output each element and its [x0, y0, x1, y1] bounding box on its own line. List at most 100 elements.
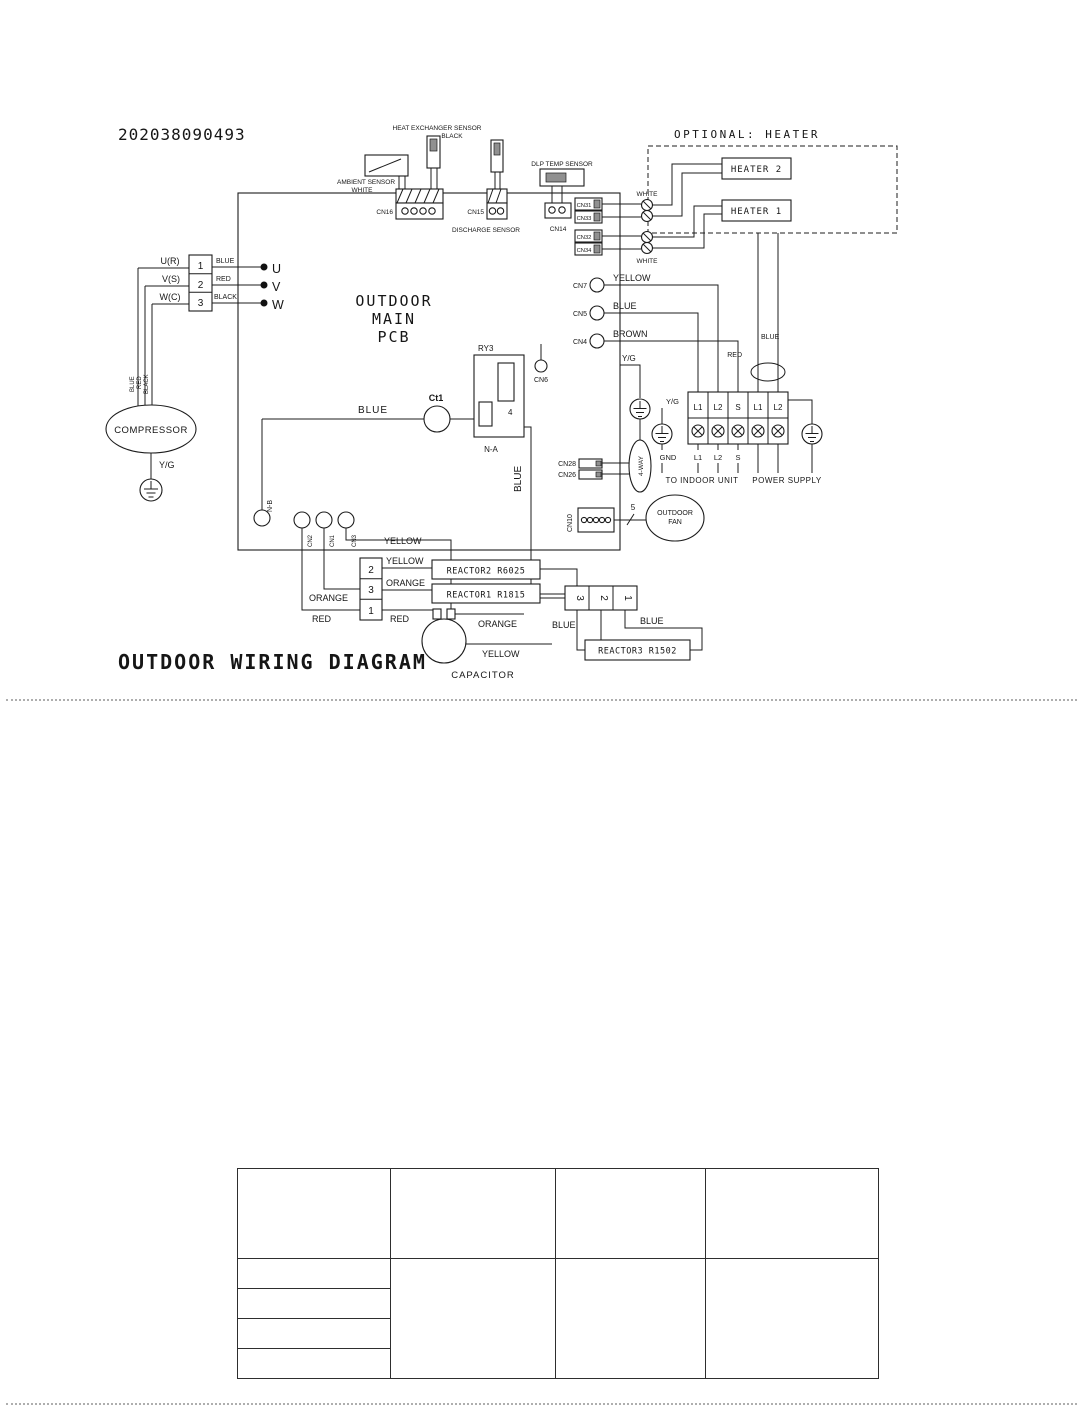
to-indoor-unit-label: TO INDOOR UNIT — [665, 476, 738, 485]
terminal-block: L1 L2 S L1 L2 — [687, 391, 789, 445]
cn28-cn26-connector: CN28 CN26 — [558, 458, 629, 480]
strip-right-wires — [382, 567, 432, 591]
s-bottom-label: S — [735, 453, 740, 462]
white-label-bottom: WHITE — [637, 258, 659, 265]
capacitor-label: CAPACITOR — [451, 670, 515, 681]
table-row-cell — [237, 1348, 391, 1379]
cn1-label: CN1 — [330, 534, 336, 547]
pcb-title-line2: MAIN — [372, 310, 416, 328]
yg-label-1: Y/G — [622, 354, 636, 363]
four-way-valve-coil — [628, 439, 652, 493]
heater-plug-bottom-icon: WHITE — [637, 230, 659, 265]
table-header-cell-4 — [705, 1168, 879, 1259]
nb-node — [253, 509, 271, 527]
dlp-temp-sensor: DLP TEMP SENSOR CN14 — [531, 161, 593, 233]
table-header-cell-1 — [237, 1168, 391, 1259]
cn15-connector: CN15 DISCHARGE SENSOR — [452, 188, 520, 234]
outdoor-fan-label1: OUTDOOR — [657, 510, 693, 517]
power-supply-bottom-wires — [757, 444, 813, 473]
bottom-table — [237, 1168, 879, 1379]
nb-label: N-B — [267, 500, 274, 512]
heater-plug-top-icon: WHITE — [637, 191, 659, 223]
cn33-label: CN33 — [577, 216, 592, 222]
node-w — [260, 299, 268, 307]
cn2-node — [293, 511, 311, 529]
power-supply-wires — [750, 233, 786, 392]
diagram-title: OUTDOOR WIRING DIAGRAM — [118, 650, 427, 674]
wire-color-blue: BLUE — [216, 258, 235, 265]
compressor-yg-label: Y/G — [159, 460, 175, 470]
reactor2-label: REACTOR2 R6025 — [447, 567, 526, 577]
table-merged-cell-2 — [390, 1258, 556, 1379]
table-merged-cell-3 — [555, 1258, 706, 1379]
phase-v: V — [272, 280, 281, 294]
vertical-wire-blue: BLUE — [130, 376, 136, 392]
capacitor — [421, 608, 552, 664]
cn3-label: CN3 — [352, 534, 358, 547]
terminal-3: 3 — [198, 298, 204, 309]
yellow-right-label: YELLOW — [386, 556, 424, 566]
ct1-label: Ct1 — [429, 393, 444, 403]
ground-icon — [801, 423, 823, 445]
dlp-sensor-label: DLP TEMP SENSOR — [531, 161, 593, 168]
cn15-label: CN15 — [467, 209, 484, 216]
heater1-box — [721, 199, 792, 222]
blue-wire-label: BLUE — [358, 405, 388, 416]
terminal-l2-power: L2 — [774, 403, 783, 412]
heater-wires — [602, 163, 722, 250]
fan-wire-count: 5 — [631, 503, 636, 512]
vertical-wire-red: RED — [137, 376, 143, 389]
screw-terminal-icon — [751, 424, 765, 438]
cn16-connector: CN16 — [376, 188, 444, 220]
optional-heater-label: OPTIONAL: HEATER — [674, 128, 820, 141]
gnd-label: GND — [660, 453, 677, 462]
red-left-label: RED — [312, 614, 332, 624]
cn5-wire — [604, 312, 699, 392]
blue-power-wire-label: BLUE — [761, 334, 780, 341]
cn26-label: CN26 — [558, 472, 576, 479]
table-row-cell — [237, 1318, 391, 1349]
doc-number: 202038090493 — [118, 125, 246, 144]
table-merged-cell-4 — [705, 1258, 879, 1379]
yg-label-2: Y/G — [666, 397, 679, 406]
blue-wire-label-right: BLUE — [613, 301, 637, 311]
outdoor-fan — [645, 494, 705, 542]
compressor-terminal-block: 1 2 3 — [188, 254, 213, 312]
reactor3-label: REACTOR3 R1502 — [598, 647, 677, 657]
strip-cell-3: 3 — [368, 585, 374, 596]
terminal-l2-indoor: L2 — [714, 403, 723, 412]
vertical-wire-black: BLACK — [144, 374, 150, 394]
white-label-top: WHITE — [637, 191, 659, 198]
cn3-node — [337, 511, 355, 529]
dotted-separator-mid — [6, 699, 1077, 701]
ry3-pin4-label: 4 — [508, 408, 513, 417]
heat-exchanger-sensor-label: HEAT EXCHANGER SENSOR — [393, 125, 482, 132]
outdoor-fan-label2: FAN — [668, 519, 682, 526]
cn6-connector — [534, 359, 548, 373]
reactor-out-wires — [540, 568, 578, 595]
heater2-box — [721, 157, 792, 180]
cn10-label: CN10 — [567, 514, 574, 532]
four-way-label: 4-WAY — [638, 455, 645, 476]
ry3-label: RY3 — [478, 344, 494, 353]
terminal-2: 2 — [198, 280, 204, 291]
pcb-outline — [237, 192, 621, 551]
reactor1-label: REACTOR1 R1815 — [447, 591, 526, 601]
hstrip-cell-3: 3 — [574, 595, 585, 601]
fan-wire — [614, 513, 646, 526]
power-supply-label: POWER SUPPLY — [752, 476, 822, 485]
pcb-title-line1: OUTDOOR — [355, 292, 432, 310]
reactor3-box — [584, 639, 691, 661]
spec-table — [237, 1168, 879, 1379]
red-right-label: RED — [390, 614, 410, 624]
indoor-unit-wires — [661, 444, 739, 473]
cn5-label: CN5 — [573, 311, 587, 318]
terminal-label-wc: W(C) — [160, 292, 181, 302]
ambient-sensor-color: WHITE — [352, 187, 374, 194]
blue-vertical-label: BLUE — [513, 466, 524, 492]
l2-bottom-label: L2 — [714, 453, 722, 462]
compressor-label: COMPRESSOR — [114, 425, 188, 436]
terminal-l1-indoor: L1 — [694, 403, 703, 412]
